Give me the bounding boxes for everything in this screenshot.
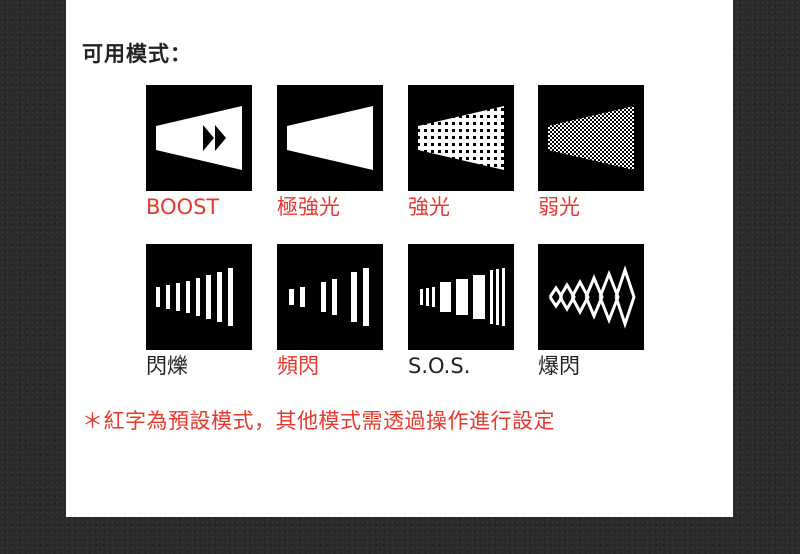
strobe-mode-icon <box>277 244 383 350</box>
mode-label-burst: 爆閃 <box>538 354 580 378</box>
mode-label-boost: BOOST <box>146 195 220 219</box>
mode-label-max: 極強光 <box>277 195 340 219</box>
mode-label-high: 強光 <box>408 195 450 219</box>
section-heading: 可用模式： <box>82 42 192 66</box>
mode-label-low: 弱光 <box>538 195 580 219</box>
mode-label-flash: 閃爍 <box>146 354 188 378</box>
mode-label-strobe: 頻閃 <box>277 354 319 378</box>
flash-mode-icon <box>146 244 252 350</box>
default-mode-note: ＊紅字為預設模式，其他模式需透過操作進行設定 <box>82 409 555 433</box>
mode-label-sos: S.O.S. <box>408 354 471 378</box>
boost-mode-icon <box>146 85 252 191</box>
burst-strobe-mode-icon <box>538 244 644 350</box>
high-brightness-mode-icon <box>408 85 514 191</box>
max-brightness-mode-icon <box>277 85 383 191</box>
low-brightness-mode-icon <box>538 85 644 191</box>
sos-mode-icon <box>408 244 514 350</box>
